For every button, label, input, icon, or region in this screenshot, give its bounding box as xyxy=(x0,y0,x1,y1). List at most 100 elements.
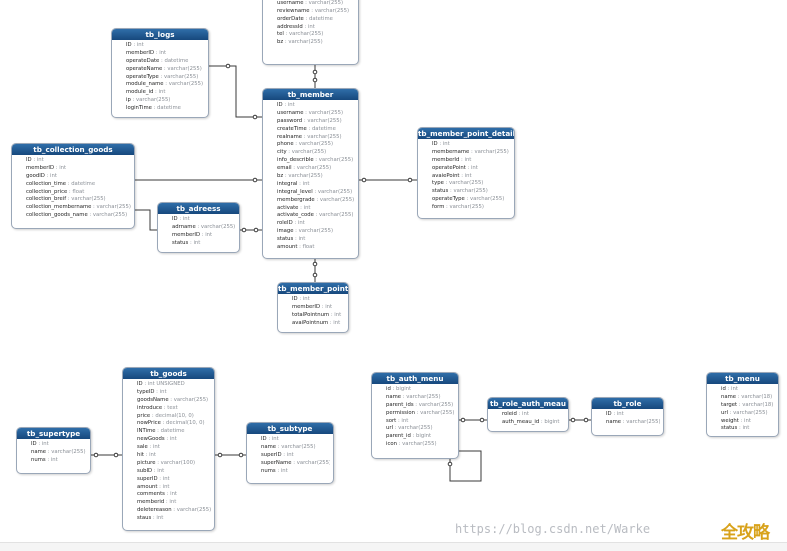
table-field-row[interactable]: operateName : varchar(255) xyxy=(126,66,205,74)
table-field-row[interactable]: staus : int xyxy=(137,515,211,523)
table-field-row[interactable]: ID : int xyxy=(432,141,511,149)
table-field-row[interactable]: id : bigint xyxy=(386,386,455,394)
table-field-row[interactable]: ID : int xyxy=(277,102,355,110)
table-field-row[interactable]: realname : varchar(255) xyxy=(277,134,355,142)
table-field-row[interactable]: parent_ids : varchar(255) xyxy=(386,402,455,410)
table-field-row[interactable]: introduce : text xyxy=(137,405,211,413)
table-field-row[interactable]: name : varchar(18) xyxy=(721,394,775,402)
table-field-row[interactable]: amount : float xyxy=(277,244,355,252)
table-field-row[interactable]: form : varchar(255) xyxy=(432,204,511,212)
table-field-row[interactable]: ID : int UNSIGNED xyxy=(137,381,211,389)
table-field-row[interactable]: nowPrice : decimal(10, 0) xyxy=(137,420,211,428)
table-field-row[interactable]: ID : int xyxy=(172,216,236,224)
table-field-row[interactable]: INTime : datetime xyxy=(137,428,211,436)
table-field-row[interactable]: url : varchar(255) xyxy=(386,425,455,433)
table-field-row[interactable]: memberID : int xyxy=(172,232,236,240)
table-field-row[interactable]: deletereason : varchar(255) xyxy=(137,507,211,515)
table-field-row[interactable]: phone : varchar(255) xyxy=(277,141,355,149)
table-field-row[interactable]: auth_meau_id : bigint xyxy=(502,419,565,427)
table-field-row[interactable]: adrname : varchar(255) xyxy=(172,224,236,232)
table-field-row[interactable]: sale : int xyxy=(137,444,211,452)
table-field-row[interactable]: password : varchar(255) xyxy=(277,118,355,126)
table-field-row[interactable]: ID : int xyxy=(292,296,345,304)
table-field-row[interactable]: name : varchar(255) xyxy=(386,394,455,402)
table-field-row[interactable]: superID : int xyxy=(261,452,330,460)
table-field-row[interactable]: superName : varchar(255) xyxy=(261,460,330,468)
table-field-row[interactable]: membername : varchar(255) xyxy=(432,149,511,157)
table-field-row[interactable]: nums : int xyxy=(31,457,87,465)
table-field-row[interactable]: status : int xyxy=(277,236,355,244)
table-field-row[interactable]: memberId : int xyxy=(432,157,511,165)
table-field-row[interactable]: amount : int xyxy=(137,484,211,492)
table-field-row[interactable]: parent_id : bigint xyxy=(386,433,455,441)
table-field-row[interactable]: sort : int xyxy=(386,418,455,426)
table-field-row[interactable]: superID : int xyxy=(137,476,211,484)
table-field-row[interactable]: memberID : int xyxy=(26,165,131,173)
table-field-row[interactable]: info_describle : varchar(255) xyxy=(277,157,355,165)
table-field-row[interactable]: id : int xyxy=(721,386,775,394)
table-field-row[interactable]: bz : varchar(255) xyxy=(277,39,355,47)
table-field-row[interactable]: createTime : datetime xyxy=(277,126,355,134)
table-field-row[interactable]: ip : varchar(255) xyxy=(126,97,205,105)
table-field-row[interactable]: url : varchar(255) xyxy=(721,410,775,418)
table-field-row[interactable]: ID : int xyxy=(26,157,131,165)
table-field-row[interactable]: name : varchar(255) xyxy=(261,444,330,452)
table-field-row[interactable]: status : varchar(255) xyxy=(432,188,511,196)
table-field-row[interactable]: collection_time : datetime xyxy=(26,181,131,189)
table-field-row[interactable]: goodID : int xyxy=(26,173,131,181)
table-field-row[interactable]: memberid : int xyxy=(137,499,211,507)
table-field-row[interactable]: operateType : varchar(255) xyxy=(432,196,511,204)
table-field-row[interactable]: activate : int xyxy=(277,205,355,213)
table-field-row[interactable]: type : varchar(255) xyxy=(432,180,511,188)
table-field-row[interactable]: activate_code : varchar(255) xyxy=(277,212,355,220)
table-field-row[interactable]: permission : varchar(255) xyxy=(386,410,455,418)
table-field-row[interactable]: addressId : int xyxy=(277,24,355,32)
table-field-row[interactable]: totalPointnum : int xyxy=(292,312,345,320)
table-field-row[interactable]: nums : int xyxy=(261,468,330,476)
table-field-row[interactable]: picture : varchar(100) xyxy=(137,460,211,468)
table-field-row[interactable]: bz : varchar(255) xyxy=(277,173,355,181)
table-field-row[interactable]: hit : int xyxy=(137,452,211,460)
table-field-row[interactable]: subID : int xyxy=(137,468,211,476)
table-field-row[interactable]: avaiePoint : int xyxy=(432,173,511,181)
table-field-row[interactable]: tel : varchar(255) xyxy=(277,31,355,39)
table-field-row[interactable]: loginTime : datetime xyxy=(126,105,205,113)
table-field-row[interactable]: name : varchar(255) xyxy=(606,419,660,427)
table-field-row[interactable]: roleid : int xyxy=(502,411,565,419)
table-field-row[interactable]: collection_membername : varchar(255) xyxy=(26,204,131,212)
table-field-row[interactable]: ID : int xyxy=(606,411,660,419)
table-field-row[interactable]: collection_price : float xyxy=(26,189,131,197)
table-field-row[interactable]: ID : int xyxy=(126,42,205,50)
table-field-row[interactable]: operateType : varchar(255) xyxy=(126,74,205,82)
table-field-row[interactable]: integral : int xyxy=(277,181,355,189)
table-field-row[interactable]: roleID : int xyxy=(277,220,355,228)
table-field-row[interactable]: image : varchar(255) xyxy=(277,228,355,236)
table-field-row[interactable]: email : varchar(255) xyxy=(277,165,355,173)
table-field-row[interactable]: operatePoint : int xyxy=(432,165,511,173)
table-field-row[interactable]: newGoods : int xyxy=(137,436,211,444)
table-field-row[interactable]: reviewname : varchar(255) xyxy=(277,8,355,16)
table-field-row[interactable]: name : varchar(255) xyxy=(31,449,87,457)
table-field-row[interactable]: target : varchar(18) xyxy=(721,402,775,410)
table-field-row[interactable]: icon : varchar(255) xyxy=(386,441,455,449)
table-field-row[interactable]: typeID : int xyxy=(137,389,211,397)
table-field-row[interactable]: collection_breif : varchar(255) xyxy=(26,196,131,204)
table-field-row[interactable]: comments : int xyxy=(137,491,211,499)
table-field-row[interactable]: orderDate : datetime xyxy=(277,16,355,24)
table-field-row[interactable]: integral_level : varchar(255) xyxy=(277,189,355,197)
table-field-row[interactable]: ID : int xyxy=(261,436,330,444)
table-field-row[interactable]: module_name : varchar(255) xyxy=(126,81,205,89)
table-field-row[interactable]: operateDate : datetime xyxy=(126,58,205,66)
table-field-row[interactable]: price : decimal(10, 0) xyxy=(137,413,211,421)
table-field-row[interactable]: username : varchar(255) xyxy=(277,0,355,8)
